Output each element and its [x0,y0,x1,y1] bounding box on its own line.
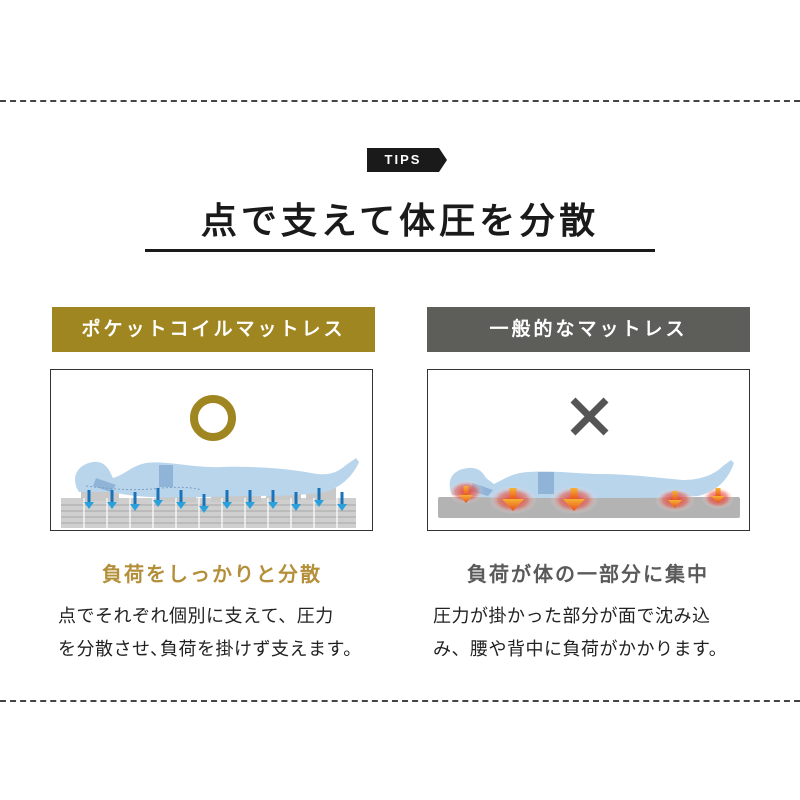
pocket-coil-illustration [50,369,373,531]
top-dashed-divider [0,100,800,102]
standard-mattress-header: 一般的なマットレス [427,307,750,352]
description-line: 点でそれぞれ個別に支えて、圧力 [58,606,334,627]
pocket-coil-header: ポケットコイルマットレス [52,307,375,352]
title-underline [145,249,655,252]
pocket-coil-subheading: 負荷をしっかりと分散 [102,562,322,586]
tag-arrow-icon [367,148,447,172]
reclining-body-icon [75,458,359,498]
standard-mattress-subheading: 負荷が体の一部分に集中 [467,562,709,586]
bottom-dashed-divider [0,700,800,702]
page-title: 点で支えて体圧を分散 [200,201,600,242]
description-line: み、腰や背中に負荷がかかります。 [433,639,728,660]
pressure-points-icon [448,480,734,514]
even-support-arrows-icon [84,488,347,513]
description-line: 圧力が掛かった部分が面で沈み込 [433,606,711,627]
description-line: を分散させ､負荷を掛けず支えます。 [58,639,362,660]
tips-label: TIPS [384,152,422,167]
circle-ok-icon [190,395,236,441]
standard-mattress-description: 圧力が掛かった部分が面で沈み込 み、腰や背中に負荷がかかります。 [433,600,773,666]
coil-springs-icon [61,488,356,528]
cross-ng-icon [570,397,609,436]
pocket-coil-description: 点でそれぞれ個別に支えて、圧力 を分散させ､負荷を掛けず支えます。 [58,600,398,666]
standard-mattress-illustration [427,369,750,531]
tips-badge: TIPS [367,148,447,172]
